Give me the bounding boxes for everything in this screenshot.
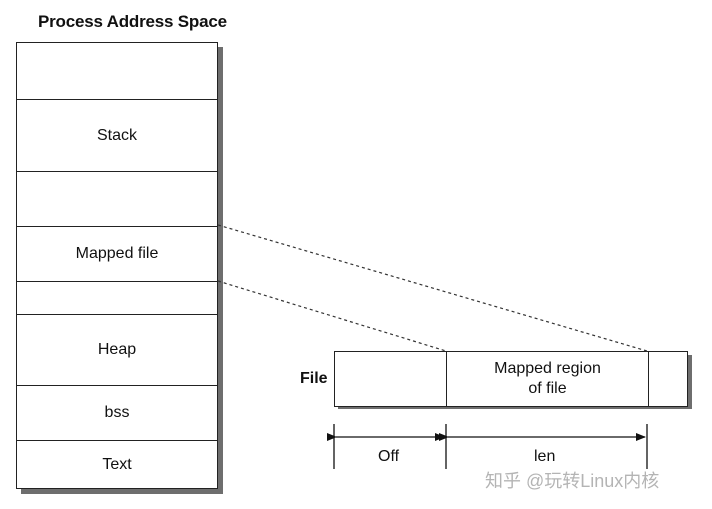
segment-stack-label: Stack	[96, 126, 137, 144]
file-box: Mapped region of file	[334, 351, 692, 409]
segment-gap-lower	[17, 282, 217, 315]
diagram-title: Process Address Space	[38, 12, 227, 31]
segment-gap-upper	[17, 172, 217, 227]
segment-bss-label: bss	[104, 404, 130, 421]
address-space-box: Stack Mapped file Heap bss Text	[16, 42, 218, 489]
file-box-frame: Mapped region of file	[334, 351, 688, 407]
mapping-line-bottom	[217, 280, 447, 352]
segment-heap: Heap	[17, 315, 217, 386]
segment-bss: bss	[17, 386, 217, 441]
mapped-region-label-line2: of file	[528, 380, 567, 397]
mapping-line-top	[217, 224, 648, 352]
segment-heap-label: Heap	[97, 341, 137, 358]
segment-stack: Stack	[17, 100, 217, 172]
file-mapped-region: Mapped region of file	[447, 352, 649, 406]
segment-text: Text	[17, 441, 217, 488]
len-label: len	[534, 448, 556, 465]
off-label: Off	[378, 448, 400, 465]
file-offset-region	[335, 352, 447, 406]
file-label: File	[300, 370, 328, 387]
mapped-region-label-line1: Mapped region	[494, 360, 601, 377]
segment-text-label: Text	[102, 455, 132, 473]
process-address-space: Stack Mapped file Heap bss Text	[16, 42, 223, 494]
watermark: 知乎 @玩转Linux内核	[485, 471, 660, 491]
segment-mapped-file: Mapped file	[17, 227, 217, 282]
segment-mapped-file-label: Mapped file	[75, 245, 159, 262]
segment-top-unused	[17, 43, 217, 100]
